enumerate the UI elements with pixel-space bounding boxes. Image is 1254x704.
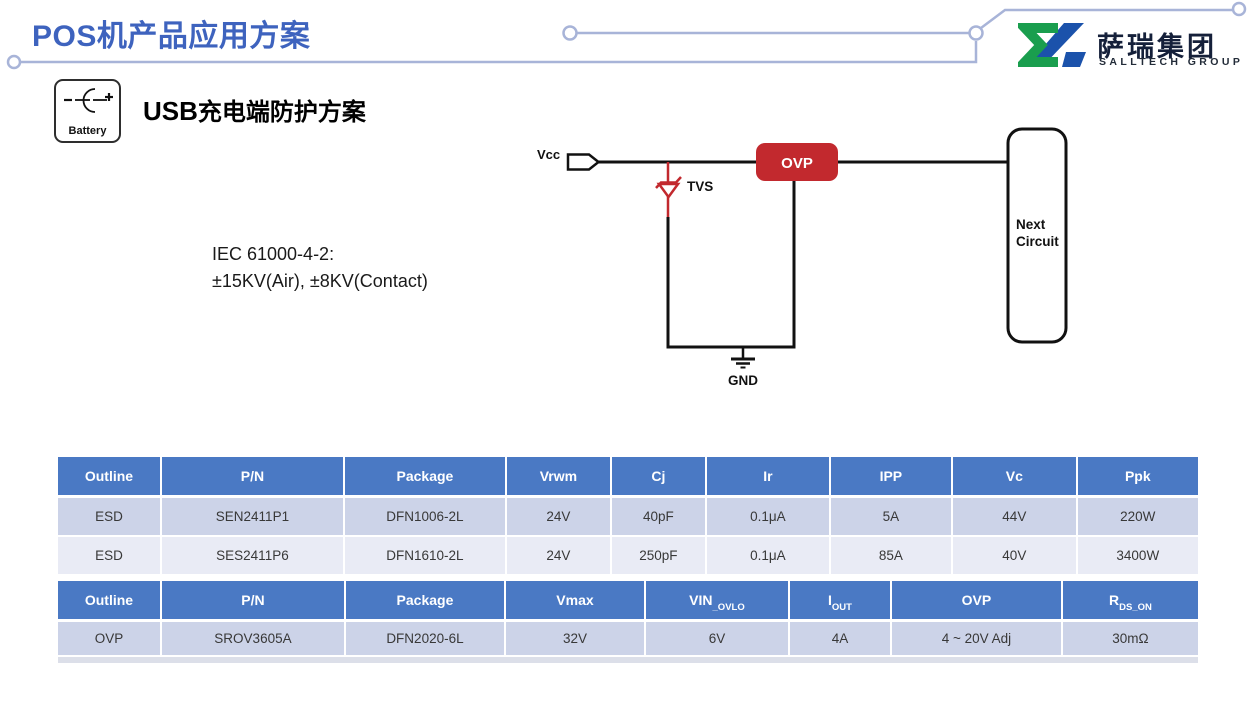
- table-cell: SROV3605A: [161, 622, 346, 655]
- table-cell: 30mΩ: [1062, 622, 1198, 655]
- table-header-cell: P/N: [161, 581, 346, 619]
- table-header-cell: P/N: [161, 457, 345, 495]
- table-header-cell: Cj: [611, 457, 707, 495]
- table-cell: OVP: [58, 622, 162, 655]
- table-cell: 4 ~ 20V Adj: [891, 622, 1063, 655]
- iec-standard-line1: IEC 61000-4-2:: [212, 244, 335, 264]
- table-cell: ESD: [58, 537, 162, 574]
- table-cell: 5A: [830, 498, 953, 535]
- table-cell: 24V: [506, 498, 612, 535]
- table-cell: 0.1μA: [706, 498, 831, 535]
- gnd-label: GND: [728, 373, 758, 388]
- next-circuit-box: [1006, 127, 1068, 344]
- section-title: USB充电端防护方案: [143, 92, 366, 127]
- table-cell: 40V: [952, 537, 1078, 574]
- salltech-logo-icon: [1018, 23, 1086, 67]
- table-cell: ESD: [58, 498, 162, 535]
- table-cell: 220W: [1077, 498, 1198, 535]
- ovp-block: [756, 143, 838, 181]
- table-cell: 32V: [505, 622, 646, 655]
- table-shadow-band: [58, 657, 1198, 663]
- table-header-cell: Package: [344, 457, 507, 495]
- table-cell: SES2411P6: [161, 537, 345, 574]
- iec-standard-text: IEC 61000-4-2: ±15KV(Air), ±8KV(Contact): [212, 241, 428, 295]
- decorative-trace-lines: [6, 1, 1247, 70]
- table-cell: 24V: [506, 537, 612, 574]
- page-title: POS机产品应用方案: [32, 20, 311, 53]
- table-cell: 6V: [645, 622, 790, 655]
- next-circuit-label-line2: Circuit: [1016, 234, 1059, 249]
- battery-icon-label: Battery: [68, 125, 107, 137]
- ovp-label: OVP: [781, 155, 813, 172]
- table-cell: DFN2020-6L: [345, 622, 506, 655]
- gnd-symbol: [731, 347, 755, 369]
- next-circuit-label-line1: Next: [1016, 217, 1046, 232]
- table-header-cell: Ir: [706, 457, 831, 495]
- iec-standard-line2: ±15KV(Air), ±8KV(Contact): [212, 271, 428, 291]
- table-cell: 4A: [789, 622, 892, 655]
- table-header-cell: Vc: [952, 457, 1078, 495]
- table-cell: 40pF: [611, 498, 707, 535]
- table-header-cell: VIN_OVLO: [645, 581, 790, 619]
- table-header-cell: Package: [345, 581, 506, 619]
- section-title-text: 充电端防护方案: [197, 100, 366, 126]
- table-header-cell: Outline: [58, 581, 162, 619]
- table-cell: 3400W: [1077, 537, 1198, 574]
- table-header-cell: IPP: [830, 457, 953, 495]
- table-header-cell: Ppk: [1077, 457, 1198, 495]
- table-cell: 85A: [830, 537, 953, 574]
- table-header-cell: OVP: [891, 581, 1063, 619]
- table-header-cell: Vrwm: [506, 457, 612, 495]
- table-cell: 0.1μA: [706, 537, 831, 574]
- vcc-label: Vcc: [537, 147, 560, 162]
- tvs-label: TVS: [687, 179, 713, 194]
- section-title-prefix: USB: [143, 96, 198, 126]
- table-cell: SEN2411P1: [161, 498, 345, 535]
- battery-symbol-icon: [63, 88, 113, 113]
- vcc-input-connector: [566, 153, 601, 171]
- tvs-diode-symbol: [656, 182, 681, 200]
- table-header-cell: Outline: [58, 457, 162, 495]
- battery-icon: Battery: [54, 79, 121, 143]
- table-cell: 44V: [952, 498, 1078, 535]
- table-header-cell: Vmax: [505, 581, 646, 619]
- circuit-schematic: OVP Next Circuit Vcc TVS GND: [537, 127, 1068, 388]
- table-cell: DFN1006-2L: [344, 498, 507, 535]
- table-cell: 250pF: [611, 537, 707, 574]
- table-cell: DFN1610-2L: [344, 537, 507, 574]
- logo-company-subname: SALLTECH GROUP: [1099, 56, 1244, 68]
- logo-company-name: 萨瑞集团: [1097, 32, 1217, 62]
